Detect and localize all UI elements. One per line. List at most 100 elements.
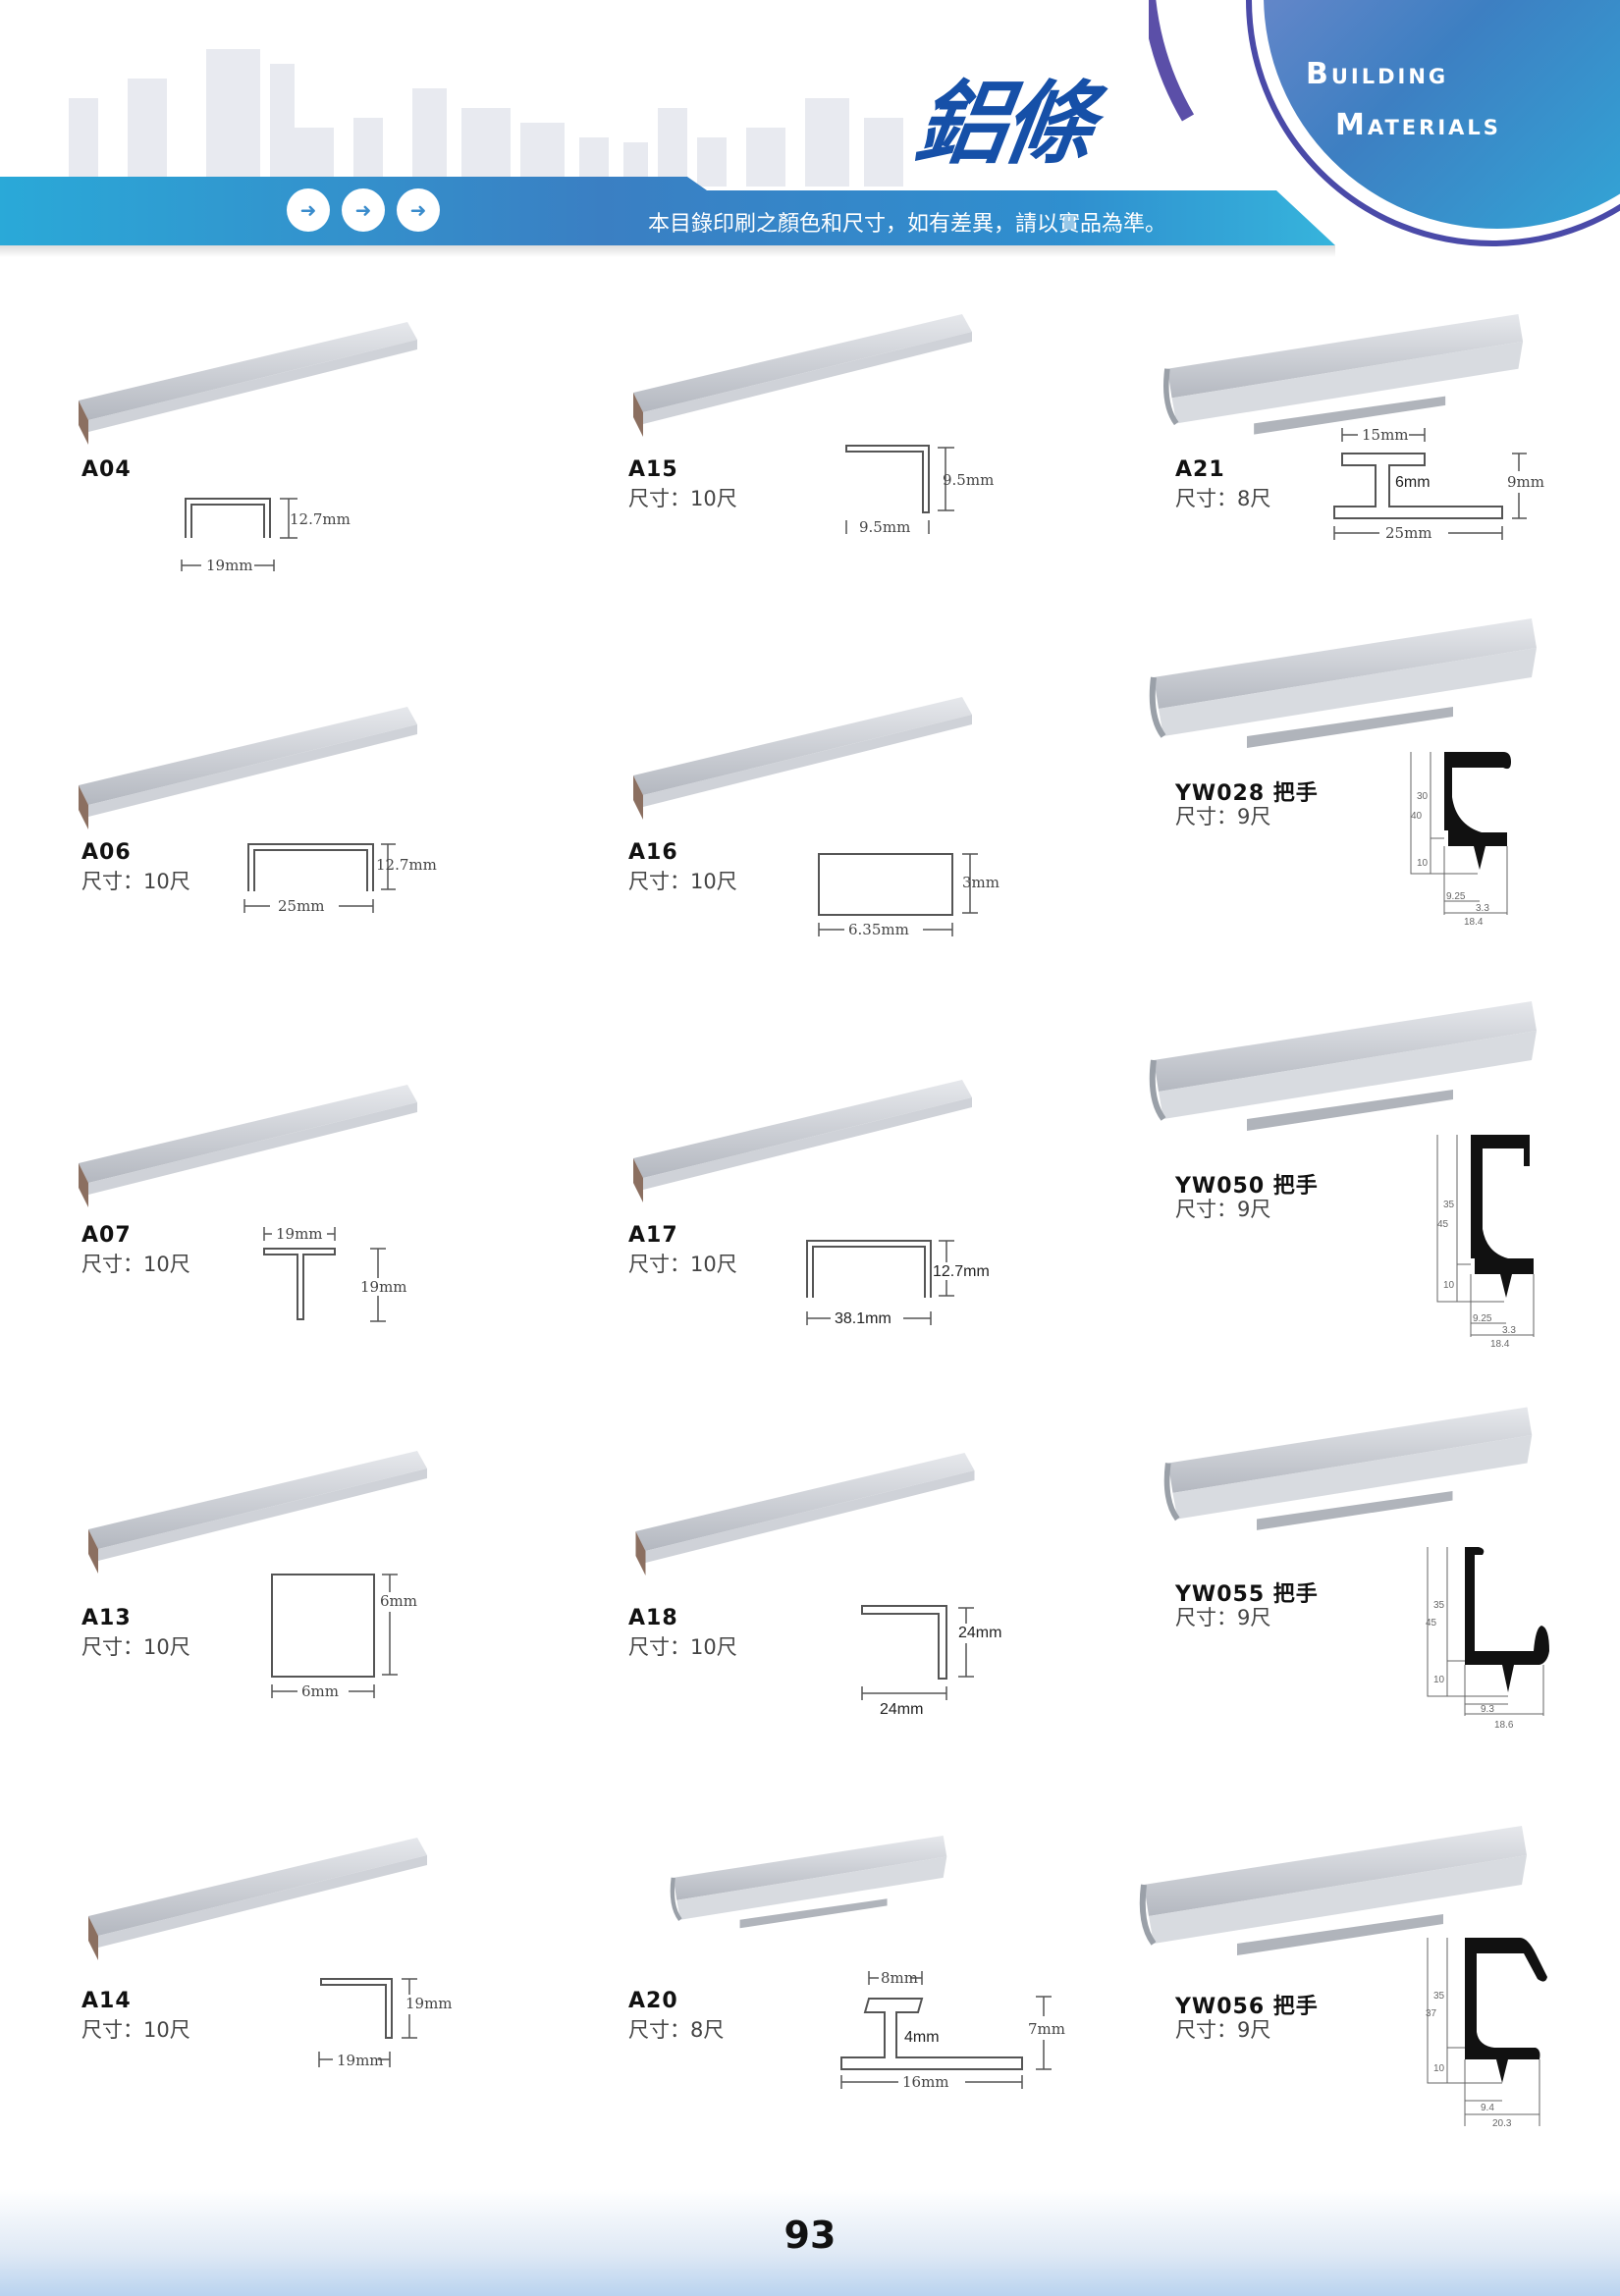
product-code: YW056 把手 (1175, 1995, 1319, 2019)
product-image (1149, 1001, 1541, 1139)
dimension-label: 12.7mm (290, 510, 351, 528)
dimension-label: 9.25 (1473, 1313, 1492, 1324)
dimension-label: 30 (1417, 791, 1429, 802)
dimension-label: 35 (1433, 1991, 1445, 2002)
dimension-label: 18.4 (1464, 917, 1484, 928)
dimension-label: 9.5mm (943, 471, 994, 489)
dimension-label: 9mm (1507, 473, 1544, 491)
page-number: 93 (783, 2214, 837, 2257)
header-band-shadow (0, 245, 1335, 257)
product-size: 尺寸：10尺 (628, 487, 737, 510)
dimension-label: 35 (1433, 1600, 1445, 1611)
product-image (74, 322, 427, 450)
cross-section-diagram: 37 35 10 9.4 20.3 (1426, 1938, 1547, 2129)
product-size: 尺寸：10尺 (81, 1635, 190, 1659)
dimension-label: 10 (1443, 1280, 1455, 1291)
cross-section-diagram: 19mm 19mm (318, 1978, 453, 2069)
product-size: 尺寸：9尺 (1175, 1606, 1271, 1629)
product-code: A15 (628, 457, 678, 482)
dimension-label: 18.4 (1490, 1339, 1510, 1350)
cross-section-diagram: 25mm 12.7mm (243, 843, 437, 915)
arrow-right-icon[interactable]: ➜ (287, 188, 330, 232)
product-size: 尺寸：10尺 (81, 870, 190, 893)
product-code: YW055 把手 (1175, 1582, 1319, 1607)
dimension-label: 40 (1411, 811, 1423, 822)
dimension-label: 9.3 (1481, 1704, 1494, 1715)
product-image (1149, 618, 1541, 756)
dimension-label: 3mm (962, 874, 999, 891)
arrow-right-icon[interactable]: ➜ (397, 188, 440, 232)
page-title: 鋁條 (909, 72, 1098, 177)
dimension-label: 6.35mm (848, 921, 909, 938)
dimension-label: 9.5mm (859, 518, 910, 536)
product-size: 尺寸：8尺 (628, 2018, 725, 2042)
product-code: A06 (81, 840, 132, 865)
dimension-label: 3.3 (1476, 903, 1489, 914)
dimension-label: 10 (1417, 858, 1429, 869)
brand-line-1: Building (1306, 57, 1449, 91)
dimension-label: 3.3 (1502, 1325, 1516, 1336)
arrow-right-icon[interactable]: ➜ (342, 188, 385, 232)
disclaimer-notice: 本目錄印刷之顏色和尺寸，如有差異，請以實品為準。 (648, 212, 1167, 237)
dimension-label: 6mm (380, 1592, 417, 1610)
product-image (619, 1080, 992, 1207)
product-image (619, 697, 992, 825)
product-A15: A15 尺寸：10尺 9.5mm 9.5mm (619, 294, 1149, 667)
cross-section-diagram: 9.5mm 9.5mm (845, 445, 994, 536)
product-size: 尺寸：10尺 (81, 2018, 190, 2042)
cross-section-diagram: 40 30 10 9.25 3.3 18.4 (1410, 752, 1511, 928)
product-code: A18 (628, 1606, 678, 1630)
product-image (79, 1451, 442, 1578)
dimension-label: 12.7mm (933, 1263, 990, 1280)
product-image (619, 1453, 997, 1580)
product-size: 尺寸：10尺 (628, 1635, 737, 1659)
dimension-label: 16mm (902, 2073, 949, 2091)
dimension-label: 38.1mm (835, 1310, 891, 1327)
product-size: 尺寸：10尺 (628, 870, 737, 893)
product-size: 尺寸：10尺 (81, 1253, 190, 1276)
product-image (623, 1836, 997, 1934)
dimension-label: 37 (1426, 2008, 1437, 2019)
dimension-label: 19mm (206, 557, 253, 574)
nav-icons: ➜ ➜ ➜ (287, 188, 440, 232)
product-code: A21 (1175, 457, 1225, 482)
dimension-label: 7mm (1028, 2020, 1065, 2038)
dimension-label: 4mm (904, 2029, 940, 2046)
dimension-label: 9.25 (1446, 891, 1466, 902)
dimension-label: 25mm (1385, 524, 1432, 542)
dimension-label: 9.4 (1481, 2103, 1494, 2113)
dimension-label: 20.3 (1492, 2118, 1512, 2129)
dimension-label: 10 (1433, 2063, 1445, 2074)
cross-section-diagram: 38.1mm 12.7mm (806, 1240, 990, 1327)
dimension-label: 19mm (276, 1225, 323, 1243)
product-A06: A06 尺寸：10尺 25mm 12.7mm (74, 677, 604, 1050)
dimension-label: 15mm (1362, 426, 1409, 444)
dimension-label: 19mm (337, 2052, 384, 2069)
dimension-label: 45 (1437, 1219, 1449, 1230)
product-code: A16 (628, 840, 678, 865)
dimension-label: 24mm (958, 1625, 1001, 1641)
dimension-label: 12.7mm (376, 856, 437, 874)
dimension-label: 25mm (278, 897, 325, 915)
cross-section-diagram: 6.35mm 3mm (818, 853, 999, 938)
product-size: 尺寸：8尺 (1175, 487, 1271, 510)
product-size: 尺寸：10尺 (628, 1253, 737, 1276)
product-A16: A16 尺寸：10尺 6.35mm 3mm (619, 677, 1149, 1050)
dimension-label: 19mm (360, 1278, 407, 1296)
brand-title: Building Materials (1306, 49, 1501, 151)
dimension-label: 19mm (405, 1995, 453, 2012)
